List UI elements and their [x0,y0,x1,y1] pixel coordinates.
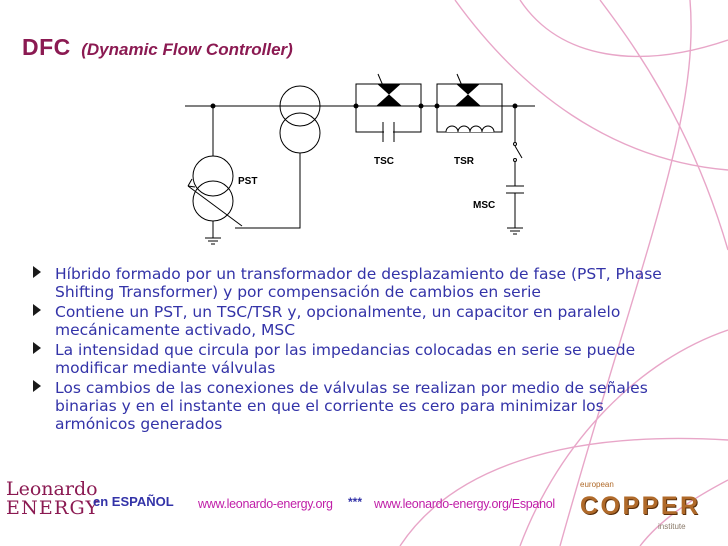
bullet-marker-icon [33,304,41,316]
pst-arrow [187,185,243,227]
label-tsc: TSC [374,156,394,167]
label-tsr: TSR [454,156,475,167]
bullet-text: La intensidad que circula por las impeda… [55,341,636,377]
decor-arc [599,0,728,251]
reactor-coil [445,125,495,133]
title-subtitle: (Dynamic Flow Controller) [81,40,293,59]
decor-arc [454,0,728,171]
footer-separator: *** [348,495,363,509]
language-label: en ESPAÑOL [93,494,174,509]
thyristor [455,94,481,106]
bullet-item: La intensidad que circula por las impeda… [30,341,680,377]
capacitor-gap [384,121,393,143]
bullet-text: Contiene un PST, un TSC/TSR y, opcionalm… [55,303,621,339]
thyristor [455,83,481,95]
bullet-item: Contiene un PST, un TSC/TSR y, opcionalm… [30,303,680,339]
european-copper-institute-logo[interactable]: european COPPER institute [578,480,698,535]
bullet-text: Los cambios de las conexiones de válvula… [55,379,648,433]
switch-contact [513,142,517,146]
bullet-marker-icon [33,266,41,278]
link-leonardo-energy-espanol[interactable]: www.leonardo-energy.org/Espanol [374,497,555,511]
series-transformer-coil [279,85,321,127]
decor-arc [519,329,728,546]
bullet-text: Híbrido formado por un transformador de … [55,265,662,301]
copper-logo-word: COPPER [580,492,701,520]
decor-arc [399,437,728,546]
logo-line1: Leonardo [6,478,98,500]
leonardo-energy-logo[interactable]: Leonardo ENERGY [6,480,99,518]
msc-switch [514,145,523,159]
title-main: DFC [22,34,71,60]
bullet-item: Híbrido formado por un transformador de … [30,265,680,301]
switch-contact [513,158,517,162]
bullet-marker-icon [33,380,41,392]
bullet-item: Los cambios de las conexiones de válvula… [30,379,680,433]
bullet-marker-icon [33,342,41,354]
copper-logo-bottom: institute [658,522,686,531]
copper-logo-top: european [580,480,614,489]
link-leonardo-energy[interactable]: www.leonardo-energy.org [198,497,333,511]
footer: Leonardo ENERGY en ESPAÑOL www.leonardo-… [0,472,728,546]
decor-arc [559,0,692,546]
dfc-circuit-diagram: PST TSC TSR MSC [185,73,535,245]
circuit-line [235,153,301,229]
slide-title: DFC (Dynamic Flow Controller) [22,34,293,61]
thyristor [376,83,402,95]
pst-arrow-head [187,178,196,188]
bullet-list: Híbrido formado por un transformador de … [30,265,680,435]
logo-line2: ENERGY [6,497,100,519]
pst-coil [192,155,234,197]
label-pst: PST [238,176,257,187]
decor-arc [519,0,728,58]
label-msc: MSC [473,200,495,211]
thyristor [376,94,402,106]
decor-arc [639,479,728,546]
series-transformer-coil [279,112,321,154]
